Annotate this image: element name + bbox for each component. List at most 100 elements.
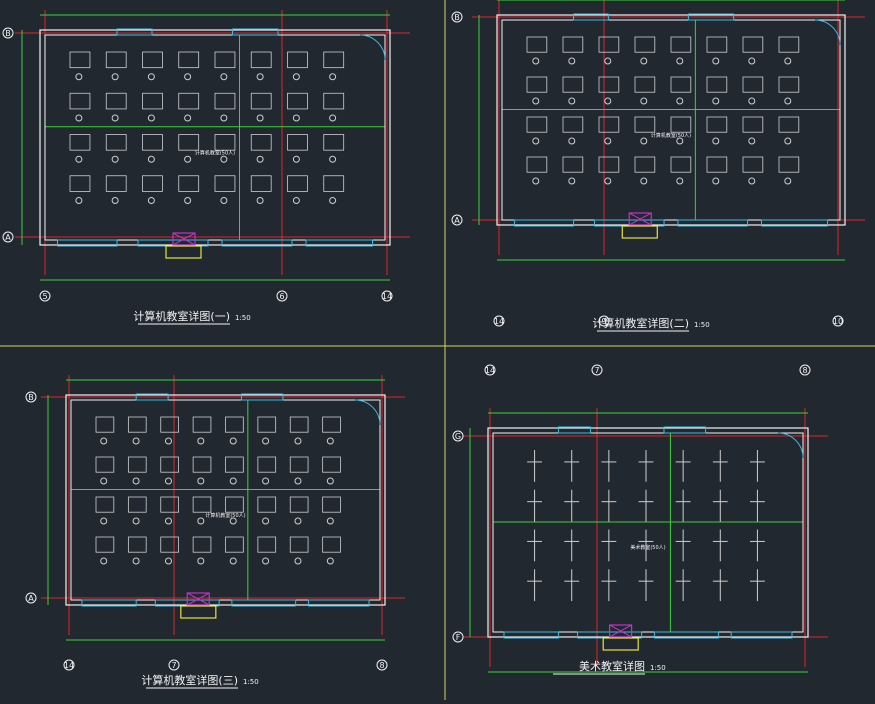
computer-desk	[178, 92, 200, 110]
computer-desk	[598, 116, 620, 133]
computer-desk	[670, 116, 692, 133]
computer-desk	[192, 416, 212, 433]
computer-desk	[257, 536, 277, 553]
chair	[197, 477, 205, 485]
computer-desk	[250, 175, 272, 192]
computer-desk	[598, 156, 620, 173]
chair	[712, 57, 720, 65]
computer-desk	[670, 36, 692, 53]
chair	[229, 437, 237, 445]
computer-desk	[706, 156, 728, 173]
window	[760, 219, 829, 227]
grid-axis-bubble: 14	[64, 661, 74, 670]
chair	[229, 477, 237, 485]
fixture-box	[172, 232, 196, 246]
chair	[164, 557, 172, 565]
computer-desk	[287, 51, 308, 69]
computer-desk	[289, 416, 309, 433]
grid-row-bubble-circle	[25, 592, 37, 604]
grid-axis-bubble: 7	[594, 366, 599, 375]
fixture-outline	[602, 637, 639, 651]
chair	[75, 155, 83, 163]
window	[557, 426, 591, 434]
chair	[256, 73, 264, 81]
computer-desk	[95, 496, 115, 513]
fixture-cross	[186, 592, 210, 606]
computer-desk	[670, 156, 692, 173]
computer-desk	[323, 92, 345, 110]
chair	[184, 197, 192, 204]
chair	[329, 73, 337, 81]
grid-row-bubble-circle	[452, 430, 464, 442]
computer-desk	[69, 51, 91, 69]
fixture-outline	[180, 605, 217, 619]
computer-desk	[105, 175, 127, 192]
chair	[326, 437, 334, 445]
fixture-outline	[165, 245, 202, 259]
computer-desk	[322, 456, 341, 473]
chair	[197, 517, 205, 525]
room-inner-wall	[44, 34, 386, 241]
computer-desk	[706, 116, 728, 133]
computer-desk	[127, 536, 147, 553]
chair	[256, 114, 264, 122]
computer-desk	[322, 536, 341, 553]
chair	[132, 477, 140, 485]
computer-desk	[250, 92, 272, 110]
grid-axis-bubble: 14	[494, 317, 504, 326]
room-label: 计算机教室(50人)	[195, 150, 235, 157]
room-outer-wall	[496, 14, 846, 226]
window	[573, 13, 609, 21]
chair	[229, 557, 237, 565]
window	[307, 599, 370, 607]
window	[305, 239, 373, 247]
computer-desk	[634, 156, 656, 173]
chair	[256, 155, 264, 163]
grid-row-bubble: B	[454, 13, 460, 22]
chair	[220, 155, 228, 163]
computer-desk	[526, 76, 548, 93]
computer-desk	[634, 116, 656, 133]
grid-axis-bubble-circle	[484, 364, 496, 376]
computer-desk	[289, 496, 309, 513]
computer-desk	[257, 456, 277, 473]
window	[231, 599, 297, 607]
computer-desk	[322, 496, 341, 513]
chair	[568, 57, 576, 65]
chair	[292, 197, 300, 204]
chair	[111, 73, 119, 81]
chair	[197, 557, 205, 565]
grid-row-bubble-circle	[2, 231, 14, 243]
chair	[532, 97, 540, 105]
computer-desk	[634, 36, 656, 53]
chair	[676, 177, 684, 185]
chair	[676, 137, 684, 145]
computer-desk	[192, 496, 212, 513]
computer-desk	[526, 36, 548, 53]
computer-desk	[214, 51, 236, 69]
chair	[294, 477, 302, 485]
computer-desk	[142, 51, 163, 69]
room-inner-wall	[501, 19, 841, 221]
computer-desk	[562, 76, 584, 93]
computer-desk	[706, 76, 728, 93]
room-label: 计算机教室(50人)	[651, 132, 691, 139]
chair	[100, 477, 108, 485]
chair	[111, 114, 119, 122]
chair	[164, 477, 172, 485]
grid-axis-bubble: 8	[802, 366, 807, 375]
computer-desk	[257, 416, 277, 433]
computer-desk	[562, 156, 584, 173]
computer-desk	[287, 92, 308, 110]
chair	[712, 97, 720, 105]
computer-desk	[250, 51, 272, 69]
computer-desk	[214, 134, 236, 151]
window	[57, 239, 118, 247]
computer-desk	[225, 536, 244, 553]
computer-desk	[69, 134, 91, 151]
grid-axis-bubble-circle	[63, 659, 75, 671]
chair	[532, 137, 540, 145]
grid-row-bubble-circle	[25, 391, 37, 403]
